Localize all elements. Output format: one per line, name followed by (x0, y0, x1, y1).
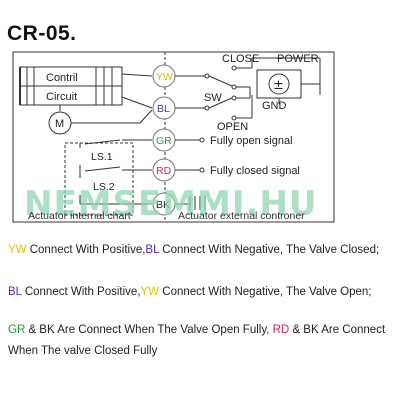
ls2-label: LS.2 (93, 181, 115, 193)
description-line-3: GR & BK Are Connect When The Valve Open … (8, 320, 396, 362)
sw-label: SW (204, 92, 222, 104)
description-line-1: YW Connect With Positive,BL Connect With… (8, 240, 396, 261)
fully-open-signal-label: Fully open signal (210, 135, 293, 147)
open-label: OPEN (217, 121, 248, 133)
bl-code: BL (145, 244, 160, 256)
terminal-rd-label: RD (156, 165, 172, 177)
power-symbol (268, 73, 290, 95)
power-label: POWER (277, 53, 319, 65)
line1-text-b: Connect With Negative, The Valve Closed; (159, 244, 380, 256)
yw-code: YW (140, 286, 160, 298)
line3-text-a: & BK Are Connect When The Valve Open Ful… (25, 324, 273, 336)
circuit-label: Circuit (46, 91, 77, 103)
motor-label: M (55, 118, 64, 130)
internal-chart-label: Actuator internal chart (28, 210, 131, 222)
control-label: Contril (46, 72, 78, 84)
terminal-bl-label: BL (157, 103, 170, 115)
bl-code: BL (8, 286, 22, 298)
wiring-diagram: Contril Circuit M LS.1 LS.2 YW BL GR RD … (12, 51, 335, 224)
gnd-label: GND (262, 100, 287, 112)
outer-frame (12, 51, 335, 223)
rd-code: RD (272, 324, 290, 336)
fully-closed-signal-label: Fully closed signal (210, 165, 300, 177)
description-line-2: BL Connect With Positive,YW Connect With… (8, 282, 396, 303)
terminal-yw-label: YW (156, 71, 173, 83)
line2-text-a: Connect With Positive, (21, 286, 141, 298)
diagram-title: CR-05. (7, 22, 77, 45)
line3-text-b: & BK Are Connect When The valve Closed F… (8, 324, 386, 357)
terminal-gr-label: GR (156, 135, 172, 147)
terminal-bk-label: BK (156, 199, 170, 211)
ls1-label: LS.1 (91, 151, 113, 163)
gr-code: GR (8, 324, 26, 336)
line1-text-a: Connect With Positive, (26, 244, 146, 256)
line2-text-b: Connect With Negative, The Valve Open; (159, 286, 372, 298)
watermark: NEMSEMMI.HU (24, 184, 318, 224)
close-label: CLOSE (222, 53, 259, 65)
external-controller-label: Actuator external controner (178, 210, 305, 222)
yw-code: YW (8, 244, 27, 256)
plus-minus-label: ± (273, 78, 284, 93)
